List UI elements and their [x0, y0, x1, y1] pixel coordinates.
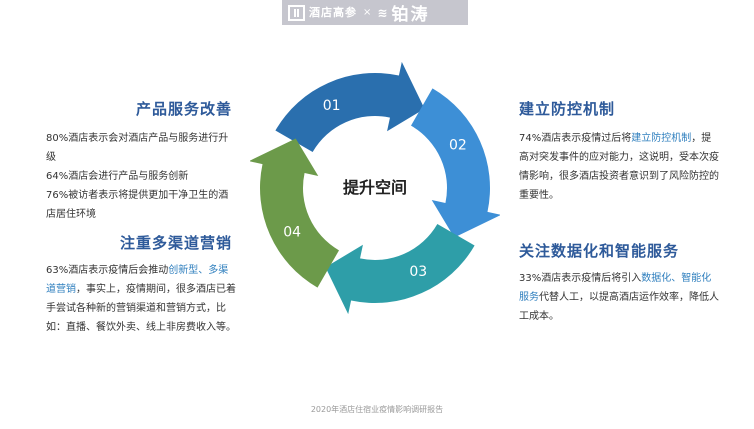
cycle-arrow-03 — [325, 224, 475, 315]
marketing-highlight: 创新型、多渠道营销 — [46, 265, 229, 295]
product-point-3: 76%被访者表示将提供更加干净卫生的酒店居住环境 — [46, 190, 229, 220]
digital-text-pre: 33%酒店表示疫情后将引入 — [519, 273, 642, 284]
prevention-text-post: ，提高对突发事件的应对能力，这说明，受本次疫情影响，很多酒店投资者意识到了风险防… — [519, 133, 719, 201]
cycle-step-number-04: 04 — [283, 224, 301, 240]
marketing-text-post: ，事实上，疫情期间，很多酒店已着手尝试各种新的营销渠道和营销方式，比如：直播、餐… — [46, 284, 236, 333]
cycle-center-label: 提升空间 — [343, 178, 407, 197]
cycle-arrow-02 — [411, 88, 500, 238]
report-footer: 2020年酒店住宿业疫情影响调研报告 — [310, 405, 444, 414]
product-point-2: 64%酒店会进行产品与服务创新 — [46, 171, 189, 182]
digital-text-post: 代替人工，以提高酒店运作效率，降低人工成本。 — [519, 292, 719, 322]
digital-smart-service-title: 关注数据化和智能服务 — [519, 242, 680, 260]
multichannel-marketing-text: 63%酒店表示疫情后会推动创新型、多渠道营销，事实上，疫情期间，很多酒店已着手尝… — [46, 261, 236, 337]
prevention-mechanism-title: 建立防控机制 — [519, 100, 616, 118]
product-service-title: 产品服务改善 — [135, 100, 232, 118]
header-logo-bar: 酒店高参 × ≋ 铂涛 — [282, 0, 468, 25]
prevention-highlight: 建立防控机制 — [631, 133, 692, 144]
product-service-section: 产品服务改善 80%酒店表示会对酒店产品与服务进行升级 64%酒店会进行产品与服… — [46, 98, 236, 224]
multichannel-marketing-title: 注重多渠道营销 — [119, 234, 232, 252]
digital-smart-service-text: 33%酒店表示疫情后将引入数据化、智能化服务代替人工，以提高酒店运作效率，降低人… — [519, 269, 719, 326]
brand2-name: 铂涛 — [391, 5, 430, 25]
prevention-mechanism-text: 74%酒店表示疫情过后将建立防控机制，提高对突发事件的应对能力，这说明，受本次疫… — [519, 129, 719, 205]
cycle-step-number-01: 01 — [323, 98, 341, 114]
multichannel-marketing-section: 注重多渠道营销 63%酒店表示疫情后会推动创新型、多渠道营销，事实上，疫情期间，… — [46, 232, 236, 337]
brand2-logo-icon: ≋ — [377, 5, 388, 20]
cycle-arrows: 01 02 03 04 — [250, 61, 500, 315]
cycle-step-number-02: 02 — [449, 138, 467, 154]
cycle-arrow-04 — [250, 138, 339, 288]
prevention-mechanism-section: 建立防控机制 74%酒店表示疫情过后将建立防控机制，提高对突发事件的应对能力，这… — [519, 98, 719, 205]
digital-highlight: 数据化、智能化服务 — [519, 273, 712, 303]
brand-logo-icon — [288, 4, 305, 21]
cycle-step-number-03: 03 — [409, 264, 427, 280]
brand1-name: 酒店高参 — [309, 6, 357, 19]
cycle-arrow-01 — [275, 61, 425, 152]
digital-smart-service-section: 关注数据化和智能服务 33%酒店表示疫情后将引入数据化、智能化服务代替人工，以提… — [519, 240, 719, 326]
prevention-text-pre: 74%酒店表示疫情过后将 — [519, 133, 632, 144]
product-point-1: 80%酒店表示会对酒店产品与服务进行升级 — [46, 133, 229, 163]
cycle-diagram: 01 02 03 04 提升空间 — [250, 61, 500, 315]
brand-separator: × — [363, 7, 372, 18]
marketing-text-pre: 63%酒店表示疫情后会推动 — [46, 265, 169, 276]
